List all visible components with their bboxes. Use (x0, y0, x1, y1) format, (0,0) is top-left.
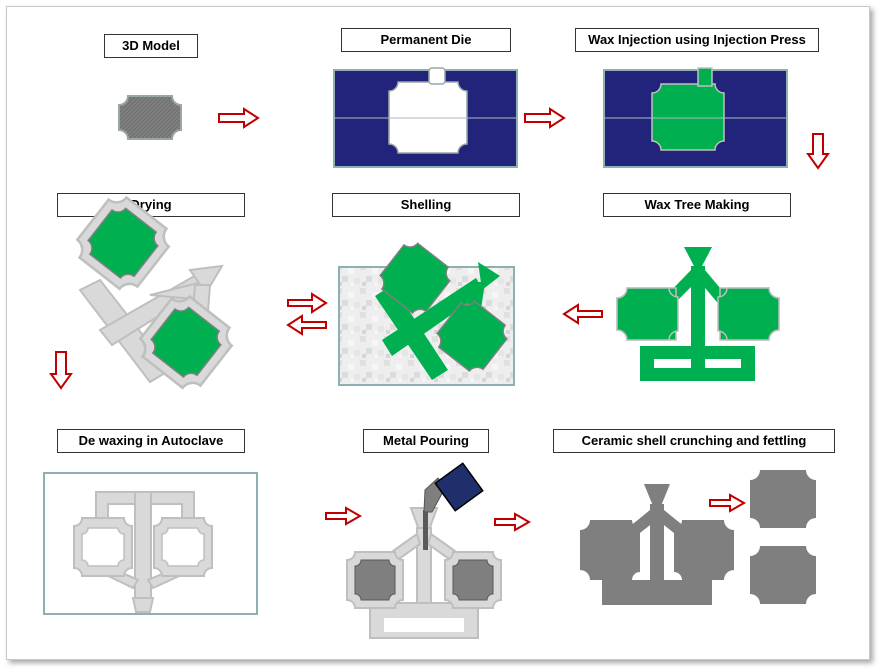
label-permanent-die: Permanent Die (341, 28, 511, 52)
label-3d-model: 3D Model (104, 34, 198, 58)
arrow-down-icon (806, 133, 830, 170)
arrow-right-icon (524, 107, 566, 129)
dewaxing-autoclave (43, 472, 258, 615)
label-shelling: Shelling (332, 193, 520, 217)
drying-assembly (68, 188, 241, 397)
wax-injection-die (603, 67, 788, 168)
3d-model-part (118, 95, 182, 140)
finished-part (750, 470, 816, 528)
arrow-down-icon (49, 351, 73, 390)
wax-tree-assembly (616, 247, 780, 381)
cast-tree (580, 484, 734, 605)
shelling-assembly (338, 236, 515, 386)
label-metal-pouring: Metal Pouring (363, 429, 489, 453)
arrow-right-icon (494, 512, 532, 532)
permanent-die-block (333, 67, 518, 168)
finished-part (750, 546, 816, 604)
label-de-waxing: De waxing in Autoclave (57, 429, 245, 453)
arrow-right-icon (709, 493, 747, 513)
label-ceramic-shell: Ceramic shell crunching and fettling (553, 429, 835, 453)
label-wax-tree-making: Wax Tree Making (603, 193, 791, 217)
arrow-left-icon (286, 314, 327, 336)
arrow-right-icon (287, 292, 328, 314)
metal-pouring-assembly (346, 462, 502, 639)
arrow-left-icon (562, 303, 603, 325)
label-wax-injection: Wax Injection using Injection Press (575, 28, 819, 52)
arrow-right-icon (325, 506, 363, 526)
arrow-right-icon (218, 107, 260, 129)
